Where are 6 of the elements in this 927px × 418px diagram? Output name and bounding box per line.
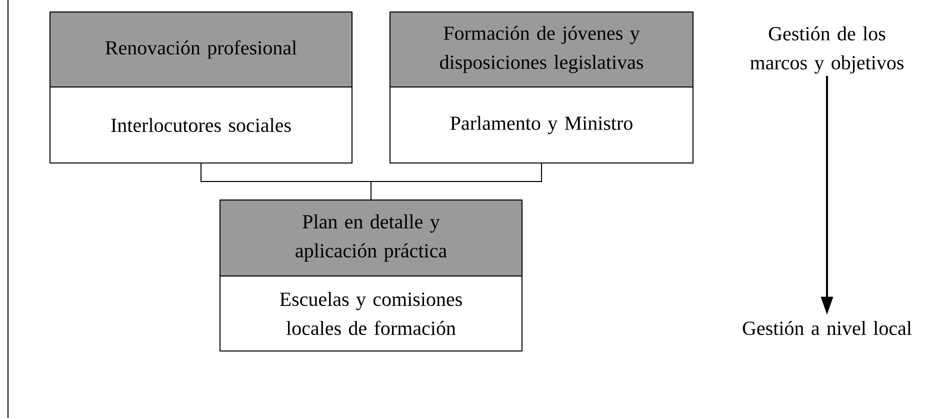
two-part-box: Plan en detalle y aplicación práctica Escuelas y comisiones locales de formación bbox=[220, 200, 522, 352]
connector-line bbox=[370, 163, 542, 200]
two-part-box: Renovación profesional Interlocutores sociales bbox=[50, 12, 352, 164]
two-part-box: Formación de jóvenes y disposiciones legislativas Parlamento y Ministro bbox=[390, 12, 694, 164]
side-label: Gestión de los marcos y objetivos bbox=[750, 26, 904, 74]
side-label: Gestión a nivel local bbox=[742, 320, 912, 336]
